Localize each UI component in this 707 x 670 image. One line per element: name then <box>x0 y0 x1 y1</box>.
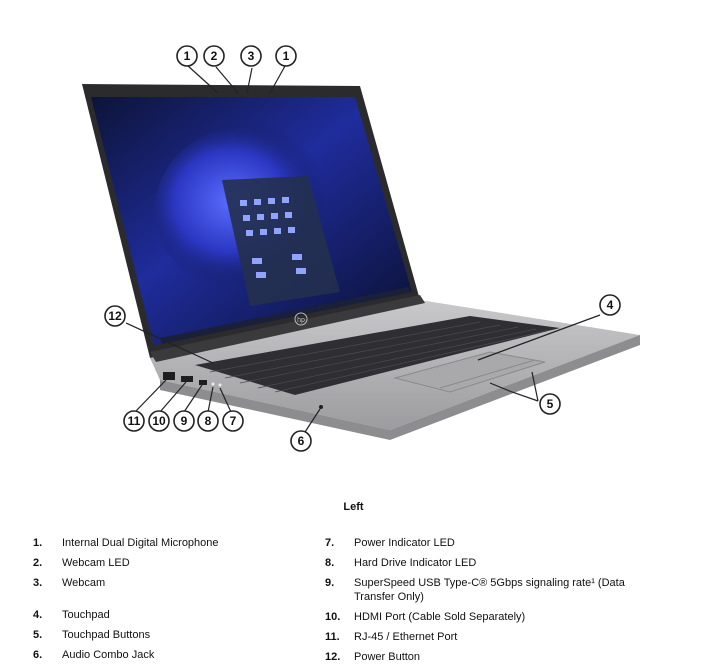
svg-text:1: 1 <box>283 49 290 63</box>
legend-item: 9. SuperSpeed USB Type-C® 5Gbps signaling… <box>325 576 665 604</box>
legend-text: Webcam <box>62 577 106 589</box>
svg-text:8: 8 <box>205 414 212 428</box>
legend-text: Power Indicator LED <box>354 537 455 549</box>
legend-item: 6. Audio Combo Jack <box>33 648 373 662</box>
legend-text: Power Button <box>354 651 421 663</box>
svg-text:4: 4 <box>607 298 614 312</box>
legend-item: 4. Touchpad <box>33 608 373 622</box>
callout-7: 7 <box>222 410 244 432</box>
legend-item: 2. Webcam LED <box>33 556 373 570</box>
legend-item: 7. Power Indicator LED <box>325 536 665 550</box>
hp-logo <box>294 312 308 326</box>
legend-number: 5. <box>33 629 43 641</box>
legend-number: 12. <box>325 651 341 663</box>
legend-number: 8. <box>325 557 335 569</box>
legend-text: Internal Dual Digital Microphone <box>62 537 219 549</box>
legend-item: 11. RJ-45 / Ethernet Port <box>325 630 665 644</box>
legend-number: 3. <box>33 577 43 589</box>
leader-lines <box>125 65 601 433</box>
legend-text: RJ-45 / Ethernet Port <box>354 631 458 643</box>
touchpad-button-divider <box>439 359 536 389</box>
callout-1-right: 1 <box>275 45 297 67</box>
touchpad <box>393 351 546 393</box>
callout-3: 3 <box>240 45 262 67</box>
svg-text:12: 12 <box>108 309 122 323</box>
left-ports <box>163 372 222 387</box>
svg-text:3: 3 <box>248 49 255 63</box>
callout-10: 10 <box>148 410 170 432</box>
legend-text: Touchpad Buttons <box>62 629 151 641</box>
hp-logo-text: hp <box>297 317 305 324</box>
legend-text: Hard Drive Indicator LED <box>354 557 477 569</box>
laptop-diagram: hp 1 2 3 1 4 5 <box>82 45 640 452</box>
legend-number: 7. <box>325 537 335 549</box>
legend-item: 3. Webcam <box>33 576 373 590</box>
legend-number: 9. <box>325 577 335 589</box>
callout-6: 6 <box>290 430 312 452</box>
svg-text:10: 10 <box>152 414 166 428</box>
legend-text: SuperSpeed USB Type-C® 5Gbps signaling r… <box>354 577 625 603</box>
start-menu <box>222 176 340 306</box>
legend-number: 11. <box>325 631 340 643</box>
legend-right-column: 7. Power Indicator LED 8. Hard Drive Indic… <box>325 536 665 670</box>
keyboard-keys <box>209 321 551 393</box>
legend-number: 6. <box>33 649 43 661</box>
svg-text:11: 11 <box>128 414 141 428</box>
svg-text:6: 6 <box>298 434 305 448</box>
audio-jack-port <box>319 405 323 409</box>
legend-item: 1. Internal Dual Digital Microphone <box>33 536 373 550</box>
laptop-base-edge <box>160 335 640 440</box>
legend-text: Touchpad <box>62 609 110 621</box>
svg-text:9: 9 <box>181 414 188 428</box>
callout-9: 9 <box>173 410 195 432</box>
callout-8: 8 <box>197 410 219 432</box>
callout-11: 11 <box>123 410 145 432</box>
legend-number: 1. <box>33 537 43 549</box>
svg-text:7: 7 <box>230 414 237 428</box>
callout-1-left: 1 <box>176 45 198 67</box>
legend-text: Webcam LED <box>62 557 130 569</box>
legend-item: 10. HDMI Port (Cable Sold Separately) <box>325 610 665 624</box>
svg-text:5: 5 <box>547 397 554 411</box>
legend-number: 4. <box>33 609 43 621</box>
start-menu-icons <box>240 197 306 278</box>
callout-5: 5 <box>539 393 561 415</box>
legend-left-column: 1. Internal Dual Digital Microphone 2. Web… <box>33 536 373 668</box>
legend-number: 10. <box>325 611 341 623</box>
legend-item: 5. Touchpad Buttons <box>33 628 373 642</box>
legend-number: 2. <box>33 557 43 569</box>
hinge <box>150 295 425 362</box>
svg-text:2: 2 <box>211 49 218 63</box>
legend-text: HDMI Port (Cable Sold Separately) <box>354 611 526 623</box>
svg-text:1: 1 <box>184 49 191 63</box>
callout-12: 12 <box>104 305 126 327</box>
callout-2: 2 <box>203 45 225 67</box>
figure-caption: Left <box>343 501 364 513</box>
legend-item: 12. Power Button <box>325 650 665 664</box>
legend-item: 8. Hard Drive Indicator LED <box>325 556 665 570</box>
callout-4: 4 <box>599 294 621 316</box>
taskbar <box>160 287 412 344</box>
legend-text: Audio Combo Jack <box>62 649 155 661</box>
